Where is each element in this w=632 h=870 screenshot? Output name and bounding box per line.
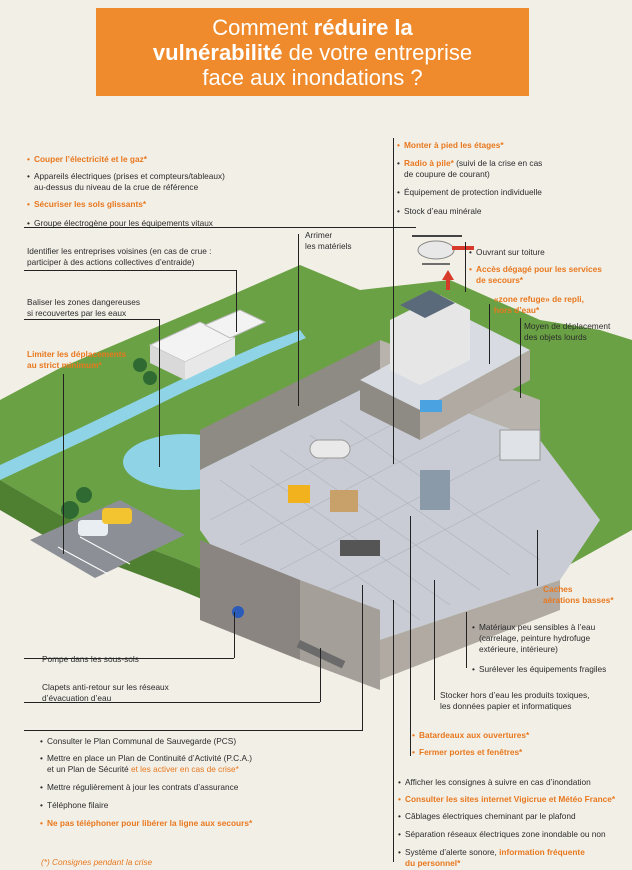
boxes-shelf — [330, 490, 358, 512]
leader-line — [320, 648, 321, 702]
label-surelever: Surélever les équipements fragiles — [472, 664, 606, 675]
leader-line — [236, 270, 237, 332]
gas-tank — [309, 439, 351, 459]
label-systeme-1: Système d’alerte sonore, information fré… — [398, 847, 585, 858]
leader-line — [537, 530, 538, 586]
leader-line — [298, 234, 299, 406]
label-acces-1: Accès dégagé pour les services — [469, 264, 602, 275]
leader-line — [24, 319, 159, 320]
leader-line — [466, 612, 467, 668]
label-afficher: Afficher les consignes à suivre en cas d… — [398, 777, 591, 788]
machines — [499, 429, 541, 461]
label-pca-2: et un Plan de Sécurité et les activer en… — [47, 764, 239, 774]
title-line-1: Comment réduire la — [212, 14, 413, 40]
water-bottles — [420, 400, 442, 412]
leader-line — [520, 318, 521, 398]
office-desk — [340, 540, 380, 556]
label-ouvrant: Ouvrant sur toiture — [469, 247, 545, 258]
label-stock: Stock d’eau minérale — [397, 206, 482, 217]
neighbor-building-2 — [203, 309, 267, 339]
label-separation: Séparation réseaux électriques zone inon… — [398, 829, 606, 840]
river — [0, 330, 306, 480]
leader-line — [362, 585, 363, 731]
server-rack — [420, 470, 450, 510]
label-radio-2: de coupure de courant) — [404, 169, 490, 179]
footnote: (*) Consignes pendant la crise — [41, 857, 153, 867]
label-pcs: Consulter le Plan Communal de Sauvegarde… — [40, 736, 236, 747]
label-pompe: Pompe dans les sous-sols — [42, 654, 139, 664]
leader-line — [393, 600, 394, 862]
label-contrats: Mettre régulièrement à jour les contrats… — [40, 782, 238, 793]
arrow-up-icon — [442, 270, 454, 290]
label-consulter-sites: Consulter les sites internet Vigicrue et… — [398, 794, 615, 805]
car-white — [78, 520, 108, 536]
leader-line — [159, 319, 160, 467]
label-zone-refuge: «zone refuge» de repli,hors d’eau* — [494, 294, 584, 315]
wall-left — [200, 340, 380, 470]
generator — [288, 485, 310, 503]
label-appareils-1: Appareils électriques (prises et compteu… — [27, 171, 225, 182]
leader-line — [434, 580, 435, 700]
basement — [200, 540, 300, 660]
car-yellow — [102, 508, 132, 524]
helicopter-icon — [412, 235, 474, 265]
label-identifier: Identifier les entreprises voisines (en … — [27, 246, 212, 267]
leader-line — [63, 374, 64, 554]
label-appareils-2: au-dessus du niveau de la crue de référe… — [34, 182, 199, 192]
refuge-wall — [390, 295, 470, 385]
label-batardeaux: Batardeaux aux ouvertures* — [412, 730, 529, 741]
title-banner: Comment réduire la vulnérabilité de votr… — [96, 8, 529, 96]
label-ne-pas-telephoner: Ne pas téléphoner pour libérer la ligne … — [40, 818, 252, 829]
label-monter: Monter à pied les étages* — [397, 140, 504, 151]
label-equipement: Équipement de protection individuelle — [397, 187, 542, 198]
label-materiaux-1: Matériaux peu sensibles à l’eau — [472, 622, 595, 633]
leader-line — [24, 658, 234, 659]
pump — [232, 606, 244, 618]
roof-hatch — [400, 290, 455, 318]
leader-line — [393, 138, 394, 464]
leader-line — [24, 270, 236, 271]
leader-line — [24, 730, 362, 731]
label-stocker: Stocker hors d’eau les produits toxiques… — [440, 690, 590, 711]
leader-line — [465, 242, 466, 292]
label-systeme-2: du personnel* — [405, 858, 461, 868]
title-line-3: face aux inondations ? — [202, 64, 423, 90]
leader-line — [24, 702, 320, 703]
label-cablages: Câblages électriques cheminant par le pl… — [398, 811, 576, 822]
label-radio-1: Radio à pile* (suivi de la crise en cas — [397, 158, 542, 169]
label-couper: Couper l’électricité et le gaz* — [27, 154, 147, 165]
label-telephone: Téléphone filaire — [40, 800, 108, 811]
label-acces-2: de secours* — [476, 275, 524, 285]
label-materiaux-3: extérieure, intérieure) — [479, 644, 558, 654]
leader-line — [410, 516, 411, 756]
leader-line — [234, 612, 235, 658]
label-materiaux-2: (carrelage, peinture hydrofuge — [479, 633, 591, 643]
label-pca-1: Mettre en place un Plan de Continuité d’… — [40, 753, 252, 764]
leader-line — [24, 227, 416, 228]
title-line-2: vulnérabilité de votre entreprise — [152, 39, 473, 65]
parking-lot — [30, 500, 185, 578]
label-securiser: Sécuriser les sols glissants* — [27, 199, 146, 210]
label-fermer: Fermer portes et fenêtres* — [412, 747, 522, 758]
label-groupe: Groupe électrogène pour les équipements … — [27, 218, 213, 229]
leader-line — [489, 304, 490, 364]
